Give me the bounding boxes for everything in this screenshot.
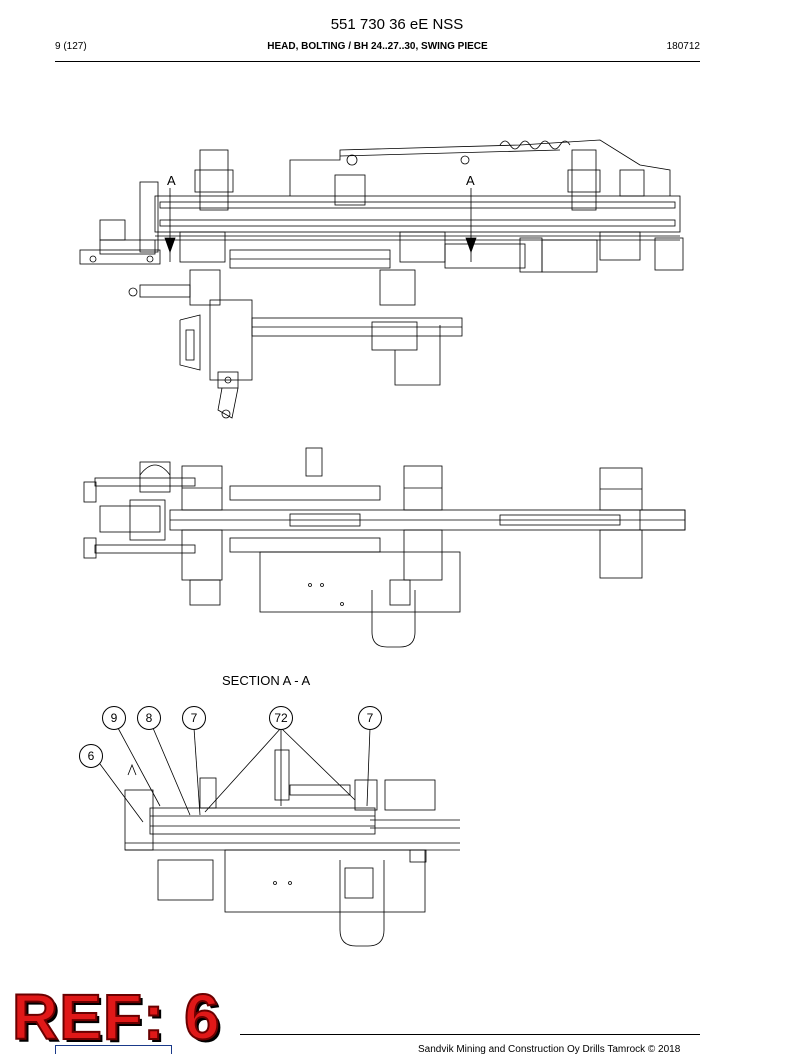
callout-6: 6: [79, 744, 103, 768]
callout-7-left: 7: [182, 706, 206, 730]
ref-stamp: REF: 6: [11, 981, 221, 1053]
callout-7-right: 7: [358, 706, 382, 730]
section-mark-a-left: A: [167, 173, 176, 188]
plan-view-drawing: [83, 447, 686, 648]
section-mark-a-right: A: [466, 173, 475, 188]
section-label: SECTION A - A: [222, 673, 311, 688]
footer-divider: [240, 1034, 700, 1035]
header-divider: [55, 61, 700, 62]
callout-8: 8: [137, 706, 161, 730]
page-title: HEAD, BOLTING / BH 24..27..30, SWING PIE…: [267, 41, 488, 52]
footer-copyright: Sandvik Mining and Construction Oy Drill…: [418, 1044, 681, 1055]
page-number: 9 (127): [55, 41, 87, 52]
brand-logo: [55, 1045, 172, 1054]
page-header: 9 (127) HEAD, BOLTING / BH 24..27..30, S…: [55, 41, 700, 55]
date-code: 180712: [666, 41, 700, 52]
document-number: 551 730 36 eE NSS: [330, 16, 464, 33]
callout-72: 72: [269, 706, 293, 730]
callout-9: 9: [102, 706, 126, 730]
side-view-drawing: [79, 139, 684, 419]
section-view-drawing: [99, 727, 460, 947]
